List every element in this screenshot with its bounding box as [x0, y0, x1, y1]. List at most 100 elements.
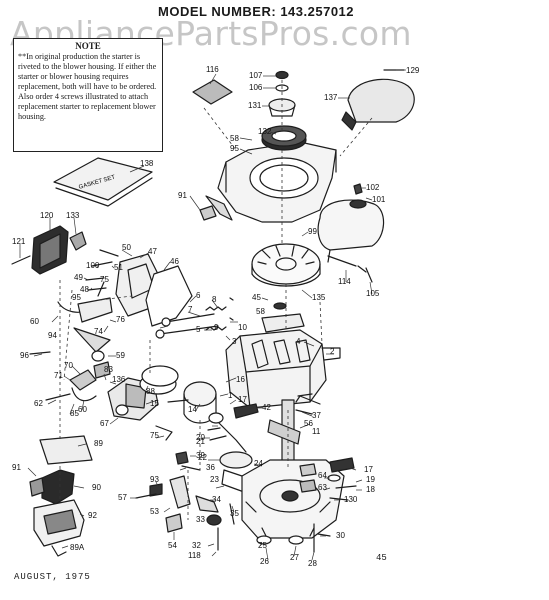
part-callout-114: 114 — [338, 277, 351, 286]
part-callout-46: 46 — [170, 257, 179, 266]
part-callout-23: 23 — [210, 475, 219, 484]
part-callout-5: 5 — [196, 325, 201, 334]
part-callout-118: 118 — [188, 551, 201, 560]
part-17 — [329, 457, 355, 473]
grass-screen — [341, 78, 415, 131]
part-callout-53: 53 — [150, 507, 159, 516]
valve-springs — [205, 306, 227, 331]
part-53 — [169, 475, 191, 509]
leader-lines — [19, 69, 406, 561]
part-callout-51: 51 — [114, 263, 123, 272]
part-39 — [175, 451, 189, 465]
part-callout-70: 70 — [64, 361, 73, 370]
part-callout-71: 71 — [54, 371, 63, 380]
washer-27 — [288, 535, 304, 545]
air-cleaner — [31, 225, 69, 275]
part-callout-90: 90 — [92, 483, 101, 492]
part-callout-132: 132 — [258, 127, 272, 136]
part-callout-60b: 60 — [78, 405, 87, 414]
muffler — [317, 199, 385, 263]
part-callout-15: 15 — [150, 399, 159, 408]
part-callout-85: 85 — [70, 409, 79, 418]
fuel-tank — [33, 499, 85, 557]
part-callout-20: 20 — [196, 433, 205, 442]
model-number: 143.257012 — [280, 4, 355, 19]
part-callout-26: 26 — [260, 557, 269, 566]
part-callout-101: 101 — [372, 195, 386, 204]
part-callout-93: 93 — [150, 475, 159, 484]
screw-96 — [29, 351, 51, 355]
breather-plate — [261, 313, 305, 333]
mounting-flange — [241, 459, 345, 539]
part-callout-22: 22 — [198, 453, 207, 462]
valves — [159, 313, 219, 335]
part-83 — [93, 361, 111, 379]
flywheel — [251, 243, 321, 287]
part-callout-45: 45 — [252, 293, 261, 302]
date-note: AUGUST, 1975 — [14, 572, 91, 582]
part-callout-137: 137 — [324, 93, 338, 102]
part-callout-96: 96 — [20, 351, 29, 360]
part-callout-10: 10 — [238, 323, 247, 332]
part-callout-7: 7 — [188, 305, 193, 314]
part-callout-75a: 75 — [100, 275, 109, 284]
part-callout-49: 49 — [74, 273, 83, 282]
washer-26 — [256, 535, 272, 545]
part-callout-27: 27 — [290, 553, 299, 562]
part-callout-4: 4 — [296, 337, 301, 346]
part-callout-16: 16 — [236, 375, 245, 384]
part-callout-30: 30 — [336, 531, 345, 540]
plate-94 — [73, 327, 111, 353]
part-59 — [91, 350, 105, 362]
part-callout-58a: 58 — [230, 134, 239, 143]
part-callout-120: 120 — [40, 211, 54, 220]
part-callout-88: 88 — [146, 387, 155, 396]
part-callout-130: 130 — [344, 495, 358, 504]
link-75 — [155, 425, 173, 441]
part-callout-100: 100 — [86, 261, 100, 270]
decal-116 — [192, 79, 233, 105]
part-callout-34: 34 — [212, 495, 221, 504]
part-callout-99: 99 — [308, 227, 317, 236]
part-callout-89: 89 — [94, 439, 103, 448]
part-callout-91b: 91 — [12, 463, 21, 472]
part-callout-36: 36 — [206, 463, 215, 472]
part-callout-2: 2 — [330, 347, 335, 356]
part-callout-95b: 95 — [72, 293, 81, 302]
part-callout-57: 57 — [118, 493, 127, 502]
blower-housing — [205, 141, 337, 223]
gasket-46 — [145, 265, 193, 327]
assembly-lines — [59, 80, 373, 520]
part-callout-50: 50 — [122, 243, 131, 252]
part-callout-105: 105 — [366, 289, 380, 298]
part-callout-59: 59 — [116, 351, 125, 360]
part-callout-116: 116 — [206, 65, 219, 74]
part-callout-28: 28 — [308, 559, 317, 568]
part-callout-62: 62 — [34, 399, 43, 408]
part-callout-106: 106 — [249, 83, 263, 92]
part-54 — [165, 513, 183, 533]
part-callout-56: 56 — [304, 419, 313, 428]
part-70 — [69, 369, 97, 391]
part-callout-37: 37 — [312, 411, 321, 420]
part-callout-48: 48 — [80, 285, 89, 294]
model-number-header: MODEL NUMBER: 143.257012 — [158, 4, 354, 19]
part-callout-131: 131 — [248, 101, 262, 110]
part-callout-24: 24 — [254, 459, 263, 468]
connecting-rod — [213, 417, 247, 453]
part-callout-63: 63 — [318, 483, 327, 492]
part-callout-54: 54 — [168, 541, 177, 550]
fuel-tank-cap — [29, 469, 75, 505]
rewind-starter — [261, 125, 307, 151]
part-34 — [195, 495, 219, 513]
part-callout-8: 8 — [212, 295, 217, 304]
grommet-91 — [199, 205, 217, 221]
part-42 — [233, 403, 259, 419]
model-label: MODEL NUMBER: — [158, 4, 277, 19]
note-title: NOTE — [75, 41, 101, 51]
part-callout-58b: 58 — [256, 307, 265, 316]
part-callout-19: 19 — [366, 475, 375, 484]
part-callout-92: 92 — [88, 511, 97, 520]
part-callout-14: 14 — [188, 405, 197, 414]
